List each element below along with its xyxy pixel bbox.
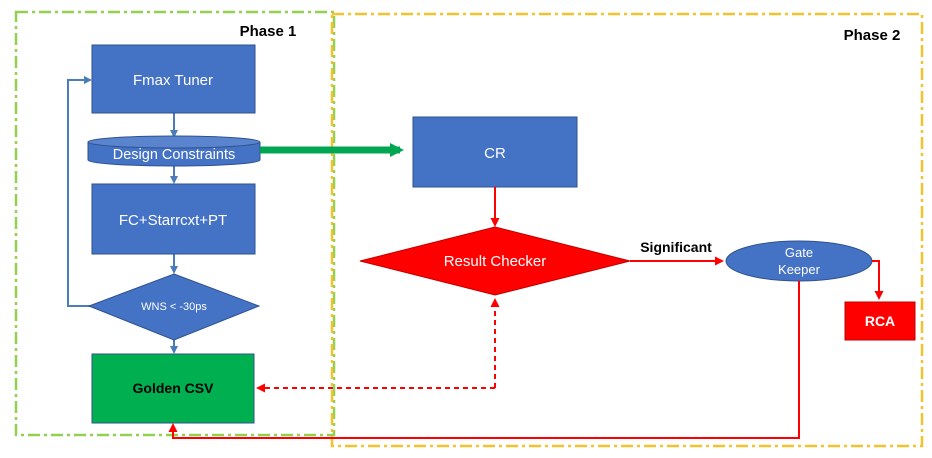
- rca-node: RCA: [844, 301, 916, 341]
- significant-label: Significant: [640, 239, 712, 255]
- phase-1-label: Phase 1: [240, 23, 297, 40]
- result-checker-node: Result Checker: [359, 226, 631, 296]
- wns-decision-node: WNS < -30ps: [87, 273, 261, 341]
- design-constraints-label: Design Constraints: [113, 147, 236, 163]
- connector-gatekeeper-to-golden: [168, 281, 800, 439]
- phase-2-label: Phase 2: [844, 27, 901, 44]
- fc-starrcxt-pt-label: FC+Starrcxt+PT: [119, 212, 227, 229]
- phase-1-boundary: [14, 10, 336, 437]
- fc-starrcxt-pt-node: FC+Starrcxt+PT: [91, 183, 256, 255]
- fmax-tuner-node: Fmax Tuner: [91, 44, 256, 114]
- design-constraints-node: Design Constraints: [87, 135, 261, 167]
- phase-2-boundary: [330, 12, 924, 448]
- rca-label: RCA: [865, 313, 895, 329]
- golden-csv-label: Golden CSV: [133, 380, 215, 396]
- connector-gatekeeper-to-rca: [872, 260, 884, 300]
- gate-keeper-label-line1: Gate: [785, 245, 813, 260]
- result-checker-label: Result Checker: [444, 253, 547, 270]
- cr-node: CR: [412, 116, 578, 188]
- golden-csv-node: Golden CSV: [91, 353, 255, 424]
- wns-decision-label: WNS < -30ps: [141, 301, 207, 313]
- fmax-tuner-label: Fmax Tuner: [133, 72, 213, 89]
- cr-label: CR: [484, 145, 506, 162]
- connector-wns-loop-back: [67, 76, 92, 307]
- gate-keeper-node: Gate Keeper: [725, 240, 873, 282]
- gate-keeper-label-line2: Keeper: [778, 262, 821, 277]
